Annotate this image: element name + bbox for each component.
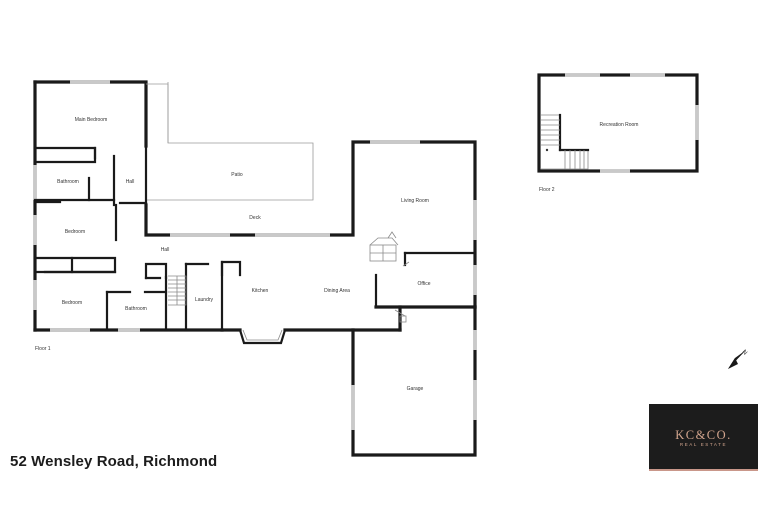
patio-outline — [146, 82, 314, 201]
room-label-garage: Garage — [407, 386, 424, 392]
room-label-hall-top: Hall — [126, 179, 135, 185]
floor-1-plan: Main Bedroom Bathroom Hall Patio Deck Be… — [33, 80, 477, 457]
room-label-bathroom-bottom: Bathroom — [125, 306, 147, 312]
room-label-main-bedroom: Main Bedroom — [75, 117, 108, 123]
floor-1-windows — [33, 80, 477, 430]
room-label-patio: Patio — [231, 172, 243, 178]
room-label-laundry: Laundry — [195, 297, 214, 303]
compass-letter: N — [741, 349, 748, 356]
floor-2-label: Floor 2 — [539, 187, 555, 193]
floor-1-stairs — [168, 275, 187, 306]
room-label-bedroom-bottom: Bedroom — [62, 300, 82, 306]
room-label-dining-area: Dining Area — [324, 288, 350, 294]
property-address: 52 Wensley Road, Richmond — [10, 453, 218, 470]
room-label-hall-mid: Hall — [161, 247, 170, 253]
living-fixtures — [369, 231, 410, 323]
floor-1-interior-walls — [33, 144, 477, 332]
north-arrow-icon: N — [728, 349, 748, 369]
room-label-living-room: Living Room — [401, 198, 429, 204]
floor-2-stairs — [541, 113, 590, 170]
room-label-bedroom-mid: Bedroom — [65, 229, 85, 235]
room-label-kitchen: Kitchen — [252, 288, 269, 294]
floor-1-exterior-walls — [33, 80, 477, 457]
room-label-deck: Deck — [249, 215, 261, 221]
floor-1-label: Floor 1 — [35, 346, 51, 352]
room-label-recreation-room: Recreation Room — [600, 122, 639, 128]
logo-tagline: REAL ESTATE — [679, 442, 728, 447]
floor-2-plan: Recreation Room Floor 2 — [537, 73, 699, 193]
agency-logo: KC&CO. REAL ESTATE — [649, 404, 758, 471]
logo-accent-bar — [649, 469, 758, 471]
kitchen-bay-window — [238, 328, 287, 345]
floor-1-room-labels: Main Bedroom Bathroom Hall Patio Deck Be… — [57, 117, 431, 392]
room-label-office: Office — [418, 281, 431, 287]
room-label-bathroom-top: Bathroom — [57, 179, 79, 185]
logo-name: KC&CO. — [675, 428, 732, 442]
